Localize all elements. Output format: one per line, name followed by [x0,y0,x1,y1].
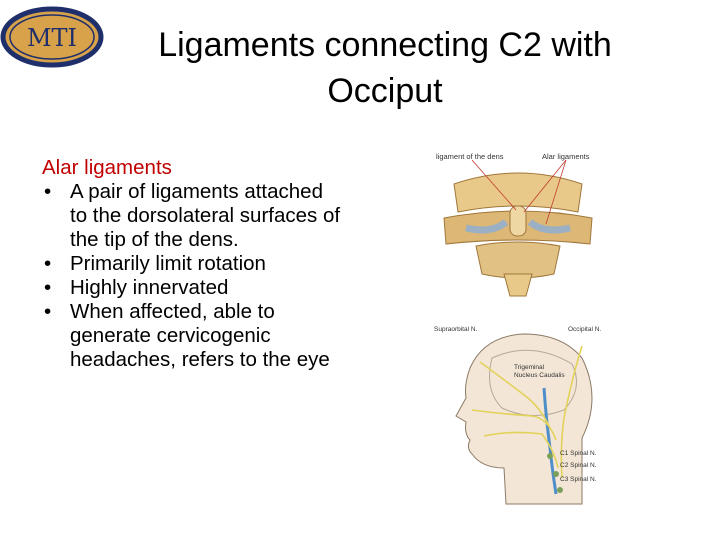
head-profile-drawing [455,333,593,505]
cervical-spine-drawing [443,159,593,297]
title-line-1: Ligaments connecting C2 with [158,26,612,64]
bullet-item: • A pair of ligaments attached to the dor… [42,180,342,252]
bullet-item: • When affected, able to generate cervico… [42,300,342,372]
title-line-2: Occiput [327,72,443,110]
bullet-text: Primarily limit rotation [70,252,266,275]
bullet-list: • A pair of ligaments attached to the dor… [42,180,342,372]
label-trigeminal-2: Nucleus Caudalis [514,372,565,379]
slide-content: Alar ligaments • A pair of ligaments atta… [42,156,342,372]
mti-logo: MTI [0,6,104,68]
bullet-icon: • [44,252,52,275]
bullet-icon: • [44,180,52,203]
bullet-icon: • [44,300,52,323]
label-trigeminal-1: Trigeminal [514,364,545,371]
label-c3-spinal: C3 Spinal N. [560,476,597,483]
bullet-text: A pair of ligaments attached to the dors… [70,180,341,251]
label-supraorbital: Supraorbital N. [434,326,478,333]
bullet-text: When affected, able to generate cervicog… [70,300,330,371]
bullet-item: • Highly innervated [42,276,342,300]
label-ligament-of-dens: ligament of the dens [436,152,504,161]
alar-ligament-illustration: ligament of the dens Alar ligaments [432,148,604,300]
label-c1-spinal: C1 Spinal N. [560,450,597,457]
label-alar-ligaments: Alar ligaments [542,152,590,161]
head-nerve-illustration: Supraorbital N. Occipital N. Trigeminal … [432,318,604,508]
logo-text: MTI [27,24,77,52]
section-heading: Alar ligaments [42,156,172,179]
bullet-text: Highly innervated [70,276,229,299]
bullet-icon: • [44,276,52,299]
label-c2-spinal: C2 Spinal N. [560,462,597,469]
label-occipital: Occipital N. [568,326,602,333]
bullet-item: • Primarily limit rotation [42,252,342,276]
slide-title: Ligaments connecting C2 with Occiput [120,22,650,114]
